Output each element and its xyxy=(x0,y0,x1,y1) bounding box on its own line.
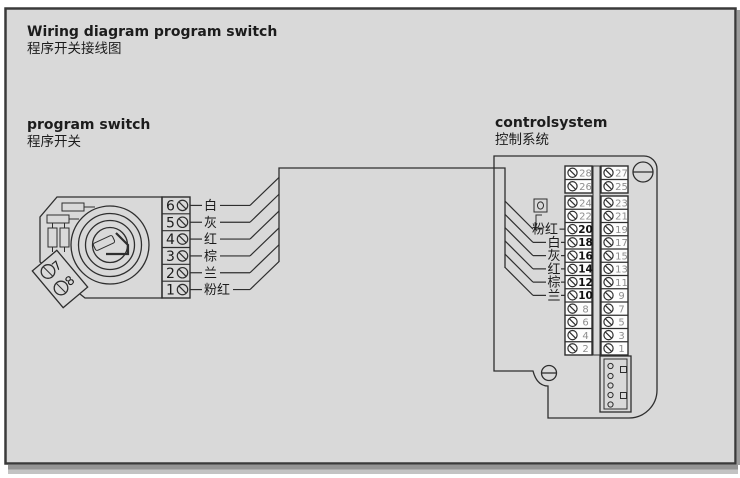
terminal-number: 9 xyxy=(618,291,624,302)
panel-shadow-right xyxy=(737,10,740,465)
terminal-number: 24 xyxy=(579,198,592,209)
terminal-number: 7 xyxy=(618,304,624,315)
program-switch-label-zh: 程序开关 xyxy=(27,134,81,150)
terminal-number: 26 xyxy=(579,182,592,193)
terminal-number: 27 xyxy=(615,169,628,180)
control-system-label-en: controlsystem xyxy=(495,115,607,131)
terminal-number: 5 xyxy=(618,318,624,329)
terminal-number: 2 xyxy=(582,344,588,355)
terminal-number: 25 xyxy=(615,182,628,193)
terminal-number: 3 xyxy=(618,331,624,342)
terminal-number: 12 xyxy=(578,277,593,289)
terminal-number: 22 xyxy=(579,212,592,223)
wire-color-label: 粉红 xyxy=(204,282,230,298)
panel-shadow-bottom xyxy=(8,465,738,470)
terminal-number: 28 xyxy=(579,169,592,180)
terminal-number: 15 xyxy=(615,251,628,262)
terminal-number: 18 xyxy=(578,237,593,249)
diagram-title-en: Wiring diagram program switch xyxy=(27,24,277,40)
terminal-number: 21 xyxy=(615,212,628,223)
switch-terminal-number: 4 xyxy=(166,232,175,248)
switch-terminal-number: 3 xyxy=(166,249,175,265)
wire-color-label: 兰 xyxy=(204,266,217,281)
terminal-number: 11 xyxy=(615,278,628,289)
diagram-title-zh: 程序开关接线图 xyxy=(27,40,122,57)
terminal-number: 1 xyxy=(618,344,624,355)
program-switch-label-en: program switch xyxy=(27,117,150,133)
terminal-number: 14 xyxy=(578,264,593,276)
terminal-number: 13 xyxy=(615,265,628,276)
panel-shadow-bottom-fade xyxy=(8,470,738,475)
terminal-number: 23 xyxy=(615,198,628,209)
terminal-number: 16 xyxy=(578,250,593,262)
switch-terminal-number: 1 xyxy=(166,283,175,299)
terminal-number: 6 xyxy=(582,318,588,329)
terminal-number: 4 xyxy=(582,331,588,342)
wire-color-label: 灰 xyxy=(204,216,217,231)
terminal-number: 19 xyxy=(615,225,628,236)
switch-terminal-number: 2 xyxy=(166,266,175,282)
control-system-label-zh: 控制系统 xyxy=(495,132,549,148)
switch-terminal-number: 6 xyxy=(166,198,175,214)
wire-color-label: 棕 xyxy=(204,249,217,264)
wire-color-label: 兰 xyxy=(548,289,561,304)
terminal-number: 10 xyxy=(578,290,593,302)
wire-color-label: 红 xyxy=(204,232,217,248)
terminal-number: 17 xyxy=(615,238,628,249)
terminal-number: 8 xyxy=(582,304,588,315)
terminal-number: 20 xyxy=(578,224,593,236)
wire-color-label: 白 xyxy=(204,198,217,214)
switch-terminal-number: 5 xyxy=(166,215,175,231)
